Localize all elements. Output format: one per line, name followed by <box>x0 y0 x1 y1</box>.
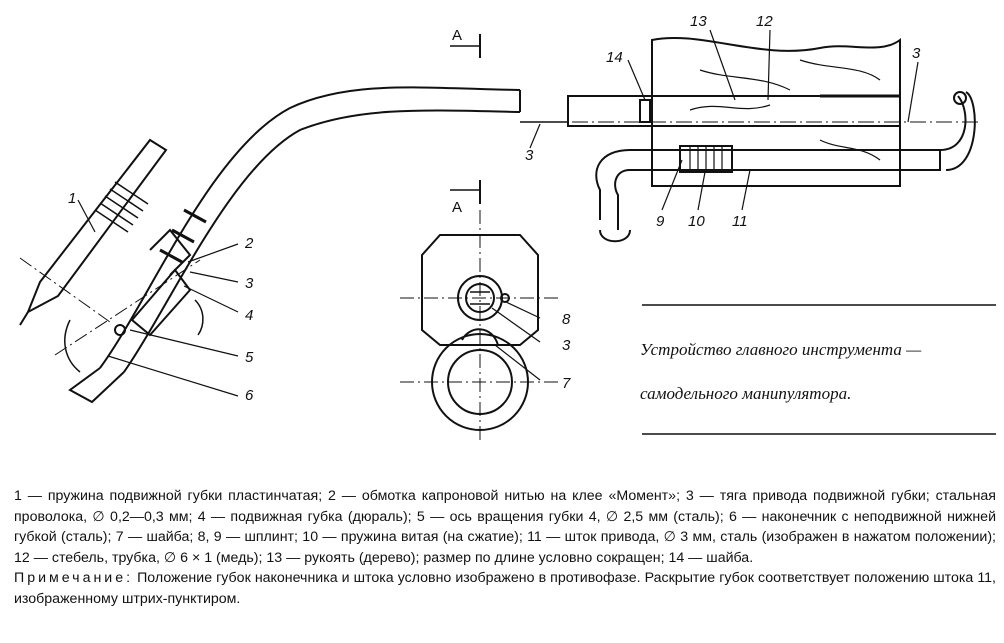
caption-line-1: Устройство главного инструмента — <box>640 340 922 359</box>
section-view <box>400 210 560 440</box>
tool-drawing: 1 2 3 4 5 6 3 14 13 12 3 9 10 11 8 3 7 A… <box>19 13 996 440</box>
part-label-9: 9 <box>656 213 665 230</box>
handle-body <box>520 36 980 243</box>
section-label-bottom: A <box>452 199 462 216</box>
part-label-13: 13 <box>690 13 707 30</box>
part-label-3-handle: 3 <box>912 45 921 62</box>
part-label-3-section: 3 <box>562 337 571 354</box>
leader-lines <box>77 29 919 397</box>
part-label-10: 10 <box>688 213 705 230</box>
part-label-11: 11 <box>732 213 748 230</box>
curved-stem-tube <box>99 86 521 373</box>
part-label-1: 1 <box>68 190 76 207</box>
part-label-8: 8 <box>562 311 571 328</box>
section-label-top: A <box>452 27 462 44</box>
figure-caption: Устройство главного инструмента — самоде… <box>640 328 1000 416</box>
part-label-4: 4 <box>245 307 253 324</box>
spring-part <box>19 138 168 326</box>
part-label-14: 14 <box>606 49 623 66</box>
part-label-12: 12 <box>756 13 773 30</box>
section-marker-bottom <box>450 180 481 204</box>
section-marker-top <box>450 34 481 58</box>
part-label-3-wire: 3 <box>525 147 534 164</box>
part-label-6: 6 <box>245 387 254 404</box>
note-text: Положение губок наконечника и штока усло… <box>14 570 996 607</box>
note-heading: Примечание: <box>14 570 134 587</box>
tip-assembly <box>54 228 204 404</box>
part-label-3: 3 <box>245 275 254 292</box>
caption-line-2: самодельного манипулятора. <box>640 384 852 403</box>
legend-note: Примечание: Положение губок наконечника … <box>14 568 996 609</box>
legend-text: 1 — пружина подвижной губки пластинчатая… <box>14 488 996 566</box>
parts-legend: 1 — пружина подвижной губки пластинчатая… <box>14 486 996 610</box>
part-label-7: 7 <box>562 375 571 392</box>
part-label-5: 5 <box>245 349 254 366</box>
part-label-2: 2 <box>244 235 254 252</box>
